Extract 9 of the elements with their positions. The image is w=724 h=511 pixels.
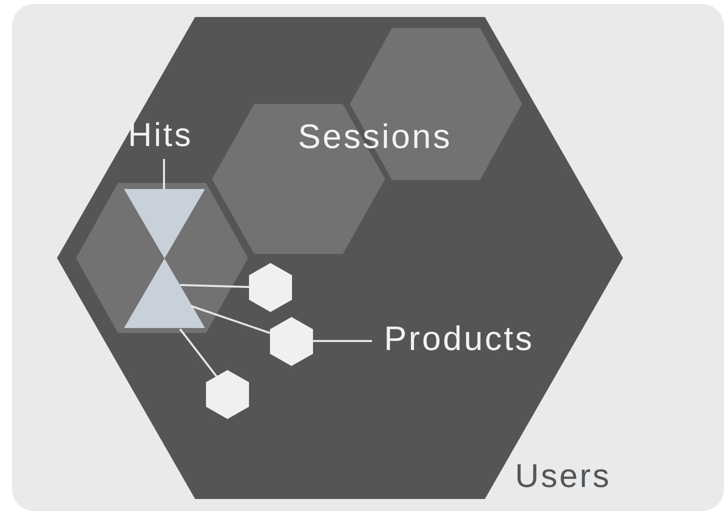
users-label: Users: [515, 459, 612, 492]
connector-line: [190, 305, 270, 334]
connector-line: [312, 340, 372, 342]
hits-label: Hits: [128, 118, 193, 151]
sessions-label: Sessions: [298, 120, 452, 154]
connector-line: [180, 284, 250, 288]
products-label: Products: [384, 322, 534, 356]
connector-line: [163, 159, 165, 189]
connector-line: [179, 328, 218, 378]
